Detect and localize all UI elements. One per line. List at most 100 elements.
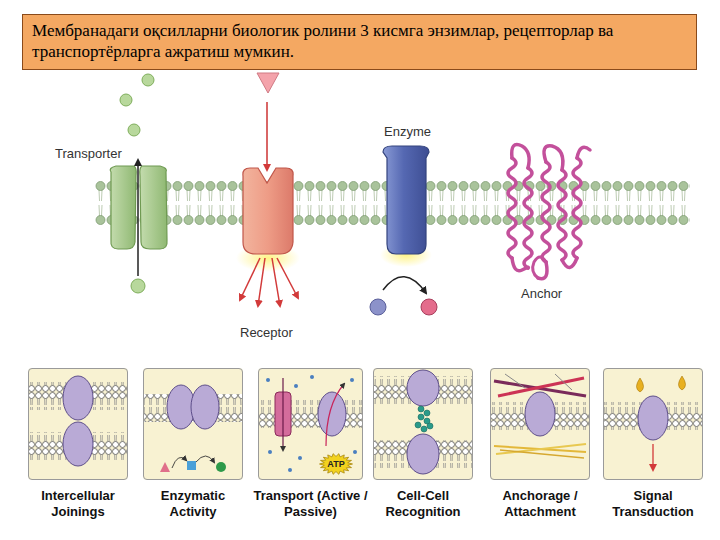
solute-ball [142,74,154,86]
glycan-bead [421,426,427,432]
pathway-arrow [172,457,186,468]
signal-arrow [272,258,280,306]
glycan-bead [415,422,421,428]
loop [577,147,590,158]
function-panel: Anchorage / Attachment [490,368,590,480]
panel-fill [28,368,128,480]
panel-caption: Signal Transduction [599,488,707,520]
protein-oval [63,376,93,420]
ligand-triangle [257,73,279,93]
part-label: Transporter [55,146,122,161]
ecm-fiber [505,374,525,388]
signal-art [604,376,702,470]
part-label: Enzyme [384,124,431,139]
panel-fill [373,368,473,480]
helix [573,158,581,258]
substrate-triangle [160,462,170,472]
transport-arrow [137,160,139,276]
pathway-arrow [196,456,214,462]
cytoskeleton-fiber [500,450,584,458]
signal-arrow [277,258,298,298]
solute-dot [353,450,357,454]
product-circle [216,462,226,472]
part-label: Anchor [521,286,562,301]
joinings-art [29,376,127,466]
glycan-bead [427,423,433,429]
panel-fill [490,368,590,480]
function-panel: Cell-Cell Recognition [373,368,473,480]
enzyme-protein [370,146,437,315]
protein-oval [407,370,439,406]
transporter-protein [110,74,167,293]
loop [544,146,563,170]
protein-oval [638,396,668,440]
helix [524,168,532,268]
ecm-fiber [555,374,572,390]
enzymatic-art [144,385,242,472]
substrate-ball [370,299,386,315]
solute-ball [120,94,132,106]
enzyme-body [383,146,429,254]
function-panel: Transport (Active / Passive)ATP [258,368,363,480]
product-ball [421,299,437,315]
panel-fill [143,368,243,480]
panel-caption: Cell-Cell Recognition [369,488,477,520]
atp-label: ATP [319,453,353,475]
channel-pore [282,378,283,450]
signal-arrow [266,102,268,170]
solute-dot [294,384,298,388]
protein-oval [525,392,555,436]
solute-dot [298,456,302,460]
solute-dot [266,378,270,382]
glycan-bead [418,414,424,420]
protein-oval [407,434,439,474]
panel-fills [28,368,703,480]
solute-dot [310,375,314,379]
substrate-square [187,461,196,470]
anchorage-art [491,374,589,458]
small-bilayer [259,400,362,428]
receptor-protein [236,73,300,306]
signal-arrow [258,258,265,306]
panel-caption: Intercellular Joinings [24,488,132,520]
loop [538,262,547,279]
glycan-chain [415,406,433,432]
signal-drop [637,378,644,392]
tail [533,257,546,278]
protein-oval [63,422,93,466]
helix [558,170,566,260]
solute-ball [131,279,145,293]
reaction-arrow [383,277,426,293]
atp-starburst: ATP [319,453,353,475]
solute-dot [268,450,272,454]
loop [512,145,529,169]
solute-ball [128,124,140,136]
function-panel: Intercellular Joinings [28,368,128,480]
title-box: Мембранадаги оқсилларни биологик ролини … [22,14,697,70]
solute-dot [288,468,292,472]
title-text: Мембранадаги оқсилларни биологик ролини … [32,21,613,61]
cytoskeleton-fiber [496,444,586,454]
helix [508,158,516,258]
solute-dot [350,378,354,382]
function-panel: Enzymatic Activity [143,368,243,480]
recognition-art [374,370,472,474]
part-label: Receptor [240,325,293,340]
pump-protein [318,392,346,436]
relay-arrow [652,444,653,470]
panel-fill [603,368,703,480]
transporter-half [140,166,167,249]
helix [542,162,550,262]
protein-oval [191,385,219,429]
loop [512,258,528,271]
glycan-bead [424,410,430,416]
panel-caption: Anchorage / Attachment [486,488,594,520]
loop [562,258,577,268]
pump-arrow [326,384,344,446]
function-panel: Signal Transduction [603,368,703,480]
panel-caption: Enzymatic Activity [141,488,246,520]
anchor-protein [508,145,590,279]
atp-burst-shape [320,454,353,475]
